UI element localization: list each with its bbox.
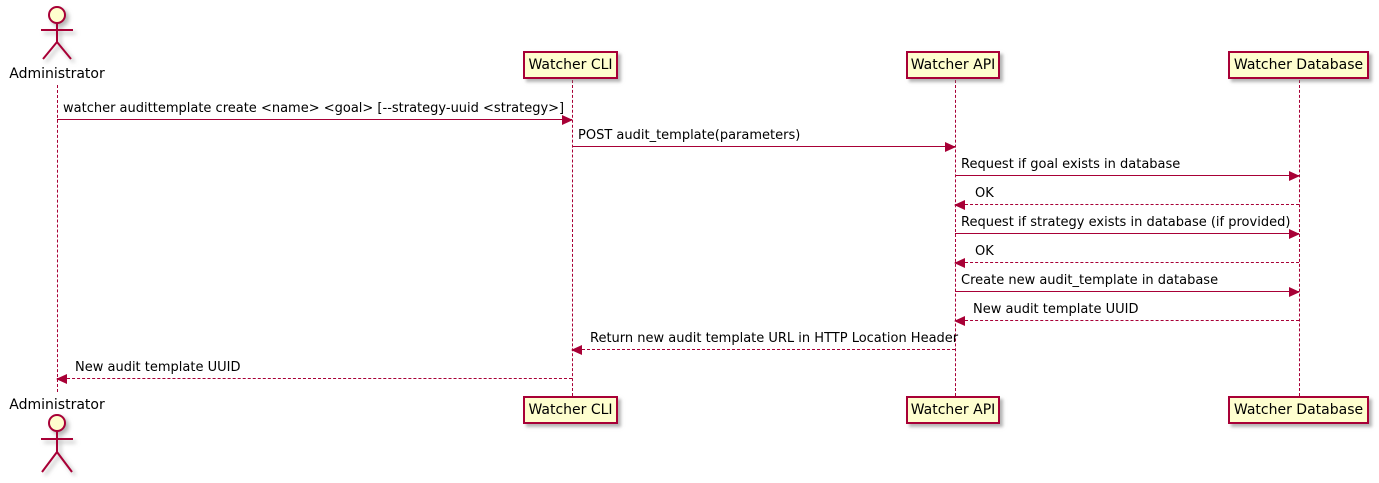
message-label: watcher audittemplate create <name> <goa… bbox=[63, 101, 565, 116]
lifeline-watcher-cli bbox=[572, 80, 573, 396]
message-label: Create new audit_template in database bbox=[961, 273, 1219, 288]
message-label: OK bbox=[975, 244, 994, 259]
lifeline-administrator bbox=[57, 85, 58, 392]
lifeline-watcher-api bbox=[955, 80, 956, 396]
participant-watcher-database-bottom: Watcher Database bbox=[1228, 396, 1369, 424]
participant-watcher-api-top: Watcher API bbox=[906, 51, 1000, 79]
participant-watcher-cli-bottom: Watcher CLI bbox=[523, 396, 618, 424]
message-arrow bbox=[954, 258, 1299, 268]
message-label: New audit template UUID bbox=[973, 302, 1139, 317]
message-label: New audit template UUID bbox=[75, 360, 241, 375]
administrator-actor-icon-bottom bbox=[35, 412, 79, 480]
message-arrow bbox=[955, 229, 1300, 239]
administrator-label-top: Administrator bbox=[9, 66, 105, 82]
administrator-label-bottom: Administrator bbox=[9, 397, 105, 413]
message-arrow bbox=[954, 316, 1299, 326]
message-arrow bbox=[572, 142, 956, 152]
message-arrow bbox=[954, 200, 1299, 210]
message-arrow bbox=[955, 287, 1300, 297]
message-label: OK bbox=[975, 186, 994, 201]
message-label: Request if goal exists in database bbox=[961, 157, 1181, 172]
message-arrow bbox=[571, 345, 955, 355]
participant-watcher-database-top: Watcher Database bbox=[1228, 51, 1369, 79]
message-label: Return new audit template URL in HTTP Lo… bbox=[590, 331, 959, 346]
message-label: POST audit_template(parameters) bbox=[578, 128, 801, 143]
message-label: Request if strategy exists in database (… bbox=[961, 215, 1291, 230]
message-arrow bbox=[57, 115, 573, 125]
participant-watcher-cli-top: Watcher CLI bbox=[523, 51, 618, 79]
message-arrow bbox=[56, 374, 572, 384]
administrator-actor-icon-top bbox=[35, 4, 79, 62]
message-arrow bbox=[955, 171, 1300, 181]
participant-watcher-api-bottom: Watcher API bbox=[906, 396, 1000, 424]
